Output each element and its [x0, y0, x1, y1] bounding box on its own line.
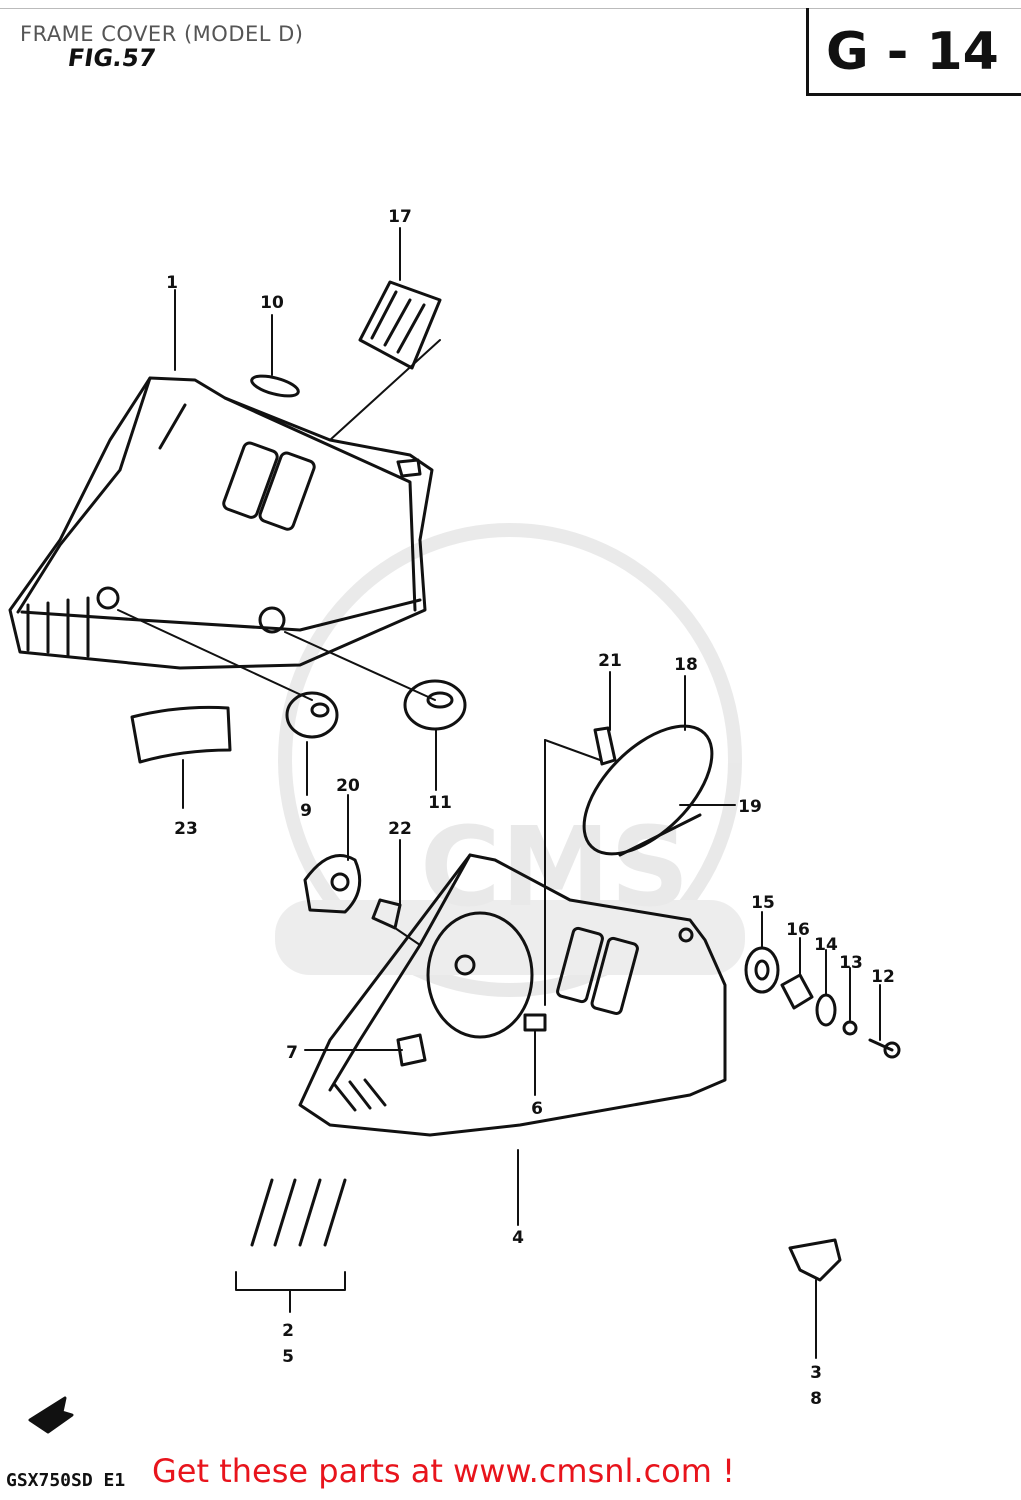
model-code: GSX750SD E1 — [6, 1470, 126, 1491]
callout-3: 3 — [810, 1363, 822, 1383]
callout-8: 8 — [810, 1389, 822, 1409]
diagram-title: FRAME COVER (MODEL D) — [20, 22, 304, 46]
emblem-18 — [582, 724, 714, 856]
callout-16: 16 — [786, 920, 810, 940]
callout-4: 4 — [512, 1228, 524, 1248]
plate-box — [806, 8, 1021, 96]
callout-10: 10 — [260, 293, 284, 313]
callout-17: 17 — [388, 207, 412, 227]
callout-6: 6 — [531, 1099, 543, 1119]
pad-23 — [130, 705, 232, 764]
callout-14: 14 — [814, 935, 838, 955]
callout-19: 19 — [738, 797, 762, 817]
watermark-logo: CMS — [275, 523, 745, 997]
callout-1: 1 — [166, 273, 178, 293]
top-rule — [0, 8, 1021, 9]
callout-9: 9 — [300, 801, 312, 821]
bracket-20 — [303, 854, 362, 914]
callout-2: 2 — [282, 1321, 294, 1341]
frame-cover-lower — [298, 853, 727, 1137]
callout-5: 5 — [282, 1347, 294, 1367]
callout-21: 21 — [598, 651, 622, 671]
callout-15: 15 — [751, 893, 775, 913]
callout-23: 23 — [174, 819, 198, 839]
callout-22: 22 — [388, 819, 412, 839]
plate-number: G - 14 — [826, 22, 999, 82]
callout-7: 7 — [286, 1043, 298, 1063]
callout-20: 20 — [336, 776, 360, 796]
callout-13: 13 — [839, 953, 863, 973]
callout-12: 12 — [871, 967, 895, 987]
emblem-3 — [788, 1238, 842, 1282]
promo-link[interactable]: Get these parts at www.cmsnl.com ! — [152, 1452, 735, 1490]
callout-18: 18 — [674, 655, 698, 675]
grommet-17 — [358, 280, 442, 370]
callout-11: 11 — [428, 793, 452, 813]
frame-cover-upper — [8, 376, 434, 670]
